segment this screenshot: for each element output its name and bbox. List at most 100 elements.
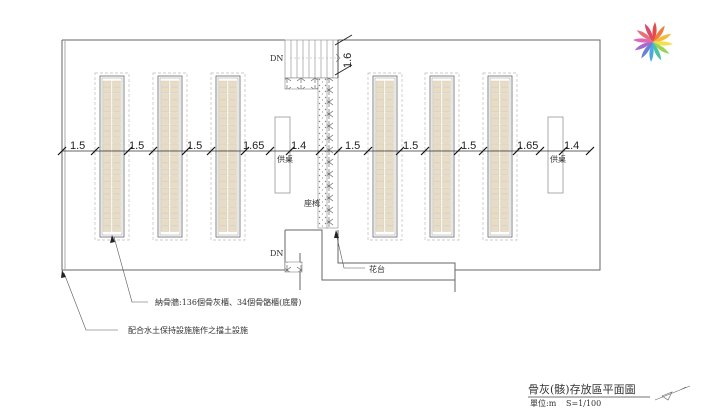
storage-niche	[170, 150, 179, 157]
storage-niche	[218, 169, 228, 175]
storage-niche	[500, 181, 509, 188]
storage-niche	[432, 200, 442, 207]
dimension-tick	[585, 146, 595, 156]
storage-niche	[102, 194, 112, 201]
storage-niche	[160, 194, 170, 201]
storage-niche	[228, 219, 237, 226]
storage-niche	[160, 213, 170, 220]
columbarium-column	[482, 72, 518, 241]
storage-niche	[102, 124, 112, 131]
storage-niche	[375, 156, 385, 163]
storage-niche	[432, 181, 442, 188]
storage-niche	[385, 131, 394, 138]
storage-niche	[442, 143, 451, 150]
storage-niche	[432, 194, 442, 201]
storage-niche	[385, 118, 394, 125]
storage-niche	[160, 200, 170, 207]
storage-niche	[375, 150, 385, 157]
storage-niche	[102, 175, 112, 182]
storage-niche	[112, 162, 121, 169]
storage-niche	[160, 93, 170, 100]
storage-niche	[490, 156, 500, 163]
storage-niche	[500, 213, 509, 220]
storage-niche	[112, 112, 121, 119]
storage-niche	[170, 200, 179, 207]
storage-niche	[500, 112, 509, 119]
storage-niche	[170, 143, 179, 150]
dimension-tick	[395, 146, 405, 156]
storage-niche	[102, 137, 112, 144]
storage-niche	[442, 80, 451, 87]
storage-niche	[160, 137, 170, 144]
storage-niche	[112, 137, 121, 144]
storage-niche	[112, 213, 121, 220]
storage-niche	[228, 181, 237, 188]
dim-label: 1.5	[187, 140, 202, 152]
storage-niche	[112, 106, 121, 112]
dn-label-top: DN	[270, 54, 283, 63]
dimension-ticks	[57, 146, 595, 156]
planter-label: 花台	[369, 264, 385, 274]
storage-niche	[500, 106, 509, 112]
dimension-tick	[285, 146, 295, 156]
storage-niche	[375, 213, 385, 220]
storage-niche	[228, 99, 237, 106]
dim-label: 1.4	[291, 140, 306, 152]
storage-niche	[112, 169, 121, 175]
storage-niche	[170, 162, 179, 169]
storage-niche	[432, 143, 442, 150]
storage-niche	[228, 143, 237, 150]
storage-niche	[228, 225, 237, 232]
storage-niche	[112, 200, 121, 207]
storage-niche	[375, 200, 385, 207]
storage-niche	[102, 150, 112, 157]
storage-niche	[375, 118, 385, 125]
storage-niche	[490, 200, 500, 207]
storage-niche	[112, 225, 121, 232]
logo-petal	[633, 38, 653, 43]
storage-niche	[170, 206, 179, 213]
storage-niche	[102, 181, 112, 188]
storage-niche	[160, 131, 170, 138]
storage-niche	[385, 194, 394, 201]
storage-niche	[170, 219, 179, 226]
storage-niche	[228, 124, 237, 131]
storage-niche	[375, 137, 385, 144]
storage-niche	[102, 112, 112, 119]
storage-niche	[432, 93, 442, 100]
storage-niche	[385, 162, 394, 169]
stair-dim-label: 1.6	[342, 53, 354, 68]
storage-niche	[442, 106, 451, 112]
logo-petal	[634, 41, 653, 51]
drawing-title: 骨灰(骸)存放區平面圖	[528, 382, 636, 396]
storage-niche	[442, 169, 451, 175]
storage-niche	[375, 194, 385, 201]
storage-niche	[160, 175, 170, 182]
stair-dimension	[334, 34, 353, 78]
storage-niche	[375, 80, 385, 87]
storage-niche	[375, 87, 385, 94]
storage-niche	[102, 131, 112, 138]
dimension-tick	[478, 146, 488, 156]
planter-strip-top	[284, 77, 319, 90]
storage-niche	[218, 181, 228, 188]
storage-niche	[170, 93, 179, 100]
storage-niche	[228, 194, 237, 201]
storage-niche	[375, 187, 385, 194]
storage-niche	[218, 93, 228, 100]
storage-niche	[490, 143, 500, 150]
dim-label: 1.5	[129, 140, 144, 152]
storage-niche	[228, 200, 237, 207]
storage-niche	[170, 112, 179, 119]
storage-niche	[112, 175, 121, 182]
storage-niche	[218, 143, 228, 150]
storage-niche	[218, 80, 228, 87]
storage-niche	[432, 118, 442, 125]
column-outline	[367, 72, 403, 241]
storage-niche	[442, 225, 451, 232]
logo-petal	[652, 22, 657, 42]
storage-niche	[228, 169, 237, 175]
storage-niche	[490, 225, 500, 232]
dimension-tick	[453, 146, 463, 156]
storage-niche	[218, 225, 228, 232]
